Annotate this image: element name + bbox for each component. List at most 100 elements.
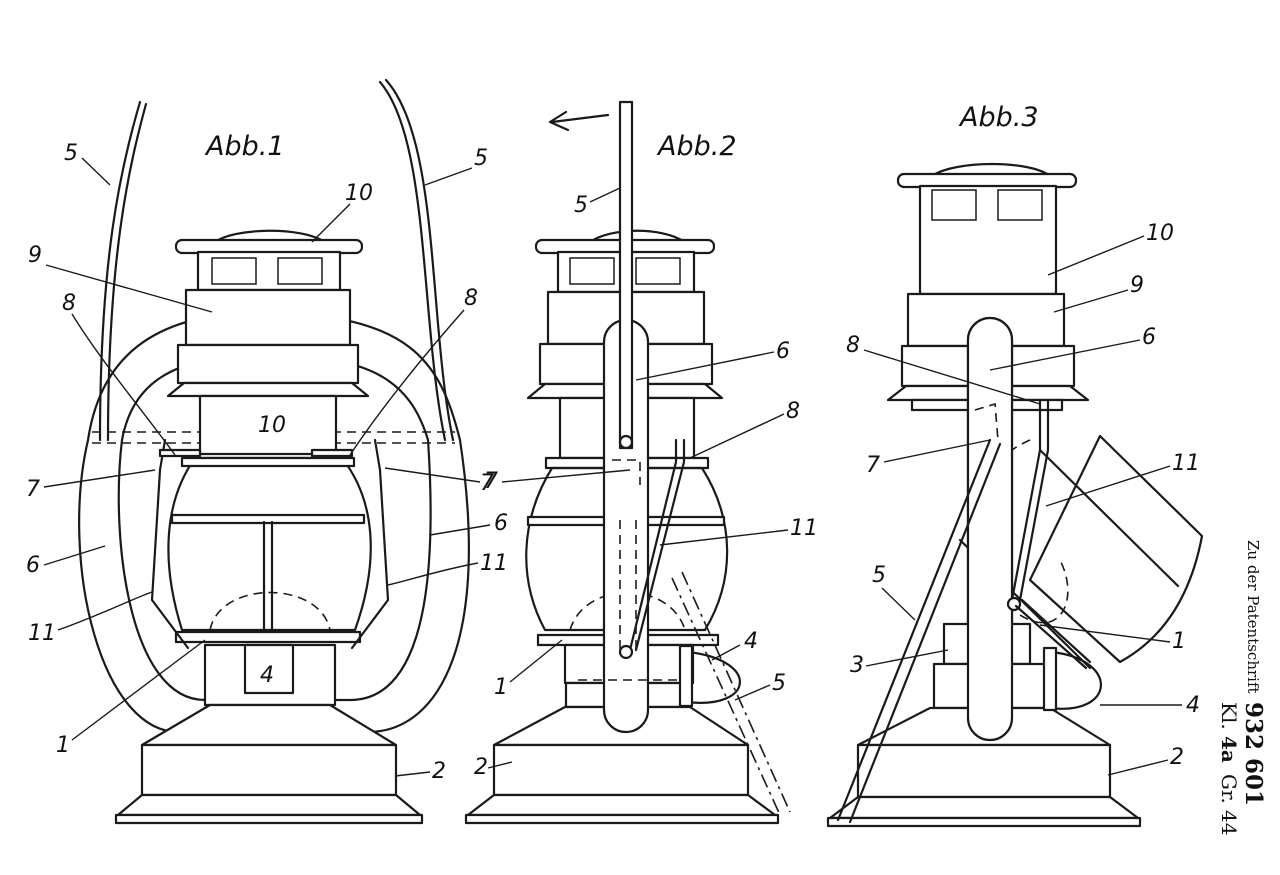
fig2-burner-dome <box>569 591 686 631</box>
fig2-label-base: 2 <box>474 755 488 780</box>
fig1-lead-tube-left <box>43 545 106 566</box>
fig1-tank-shoulder <box>140 703 398 747</box>
fig1-label-handle-right: 5 <box>474 146 488 171</box>
fig3-lead-clip <box>863 349 1041 405</box>
fig1-wire-left <box>150 438 190 650</box>
fig3-label-latch: 4 <box>1186 693 1200 718</box>
fig1-lead-clip-right <box>349 309 465 456</box>
fig3-label-burner: 3 <box>850 653 864 678</box>
fig2-base-flare <box>466 793 777 817</box>
fig3-label-handle: 5 <box>872 563 886 588</box>
patent-sidebar: Zu der Patentschrift 932 601 <box>1240 540 1267 806</box>
fig3-lead-handle <box>881 587 916 621</box>
fig3-label-chimney: 9 <box>1130 273 1144 298</box>
fig2-wire-pivot <box>618 644 634 660</box>
fig1-base-foot <box>114 813 424 825</box>
fig1-lead-wire-left <box>57 591 153 631</box>
fig3-label-tube: 6 <box>1142 325 1156 350</box>
fig1-label-wire-left: 11 <box>28 621 56 646</box>
fig2-lead-tube <box>635 351 775 381</box>
fig3-lead-tube <box>989 339 1141 371</box>
fig3-label-cap: 10 <box>1146 221 1174 246</box>
fig3-lead-burner <box>865 649 949 667</box>
fig1-skirt <box>166 381 370 398</box>
fig2-wire-2 <box>634 438 686 652</box>
fig2-latch-plate <box>678 644 694 708</box>
fig2-handle-rod <box>618 100 634 450</box>
fig2-vent-right <box>635 257 681 285</box>
fig2-lead-handle-swing <box>734 684 771 701</box>
fig1-label-chimney: 9 <box>28 243 42 268</box>
fig1-title: Abb.1 <box>204 131 285 162</box>
fig1-label-wire-right: 11 <box>480 551 508 576</box>
fig3-label-wire: 11 <box>1172 451 1200 476</box>
fig3-base <box>856 743 1112 799</box>
fig1-label-ring: 1 <box>56 733 70 758</box>
fig3-wire-2 <box>1018 398 1050 602</box>
fig1-lead-hook-right <box>384 467 481 483</box>
fig1-label-clip-right: 8 <box>464 286 478 311</box>
fig2-wire <box>628 438 678 652</box>
fig3-lead-hook <box>883 439 991 463</box>
fig1-tank-plate <box>243 643 295 695</box>
fig1-handle-left-inner <box>106 102 148 442</box>
fig3-handle <box>836 438 992 822</box>
fig3-lead-cap <box>1047 235 1145 276</box>
fig2-handle-pivot <box>618 434 634 450</box>
fig3-handle-2 <box>848 442 1002 824</box>
fig1-lead-hook-left <box>43 469 156 488</box>
fig3-cap-body <box>918 184 1058 296</box>
fig1-label-clip-left: 8 <box>62 291 76 316</box>
patent-sidebar-class: Kl. 4a Gr. 44 <box>1217 702 1241 836</box>
fig1-lead-tube-right <box>429 524 491 536</box>
sidebar-class-number: 4a <box>1217 736 1241 763</box>
fig3-vent-right <box>997 189 1043 221</box>
fig1-wire-right <box>350 438 390 650</box>
fig3-label-hook: 7 <box>866 453 880 478</box>
fig1-lead-chimney <box>45 264 213 313</box>
fig2-base-foot <box>464 813 780 825</box>
fig2-base <box>492 743 750 797</box>
fig3-base-flare <box>828 795 1140 820</box>
fig1-handle-right <box>378 80 447 442</box>
fig3-label-ring: 1 <box>1172 629 1186 654</box>
fig1-globe-ring-mid <box>170 513 366 525</box>
fig2-label-handle: 5 <box>574 193 588 218</box>
fig3-label-clip: 8 <box>846 333 860 358</box>
fig2-label-tube: 6 <box>776 339 790 364</box>
fig3-lead-chimney <box>1053 289 1129 313</box>
fig2-label-handle-swing: 5 <box>772 671 786 696</box>
fig2-vent-left <box>569 257 615 285</box>
fig2-title: Abb.2 <box>656 131 737 162</box>
fig2-handle-swing-2 <box>681 571 791 813</box>
fig1-collar <box>176 343 360 385</box>
figure-1: Abb.1 5 5 10 9 8 8 10 7 7 6 6 11 11 1 4 … <box>26 78 508 825</box>
fig2-label-hook: 7 <box>480 471 494 496</box>
fig3-title: Abb.3 <box>958 102 1039 133</box>
fig3-label-base: 2 <box>1170 745 1184 770</box>
fig1-label-base: 2 <box>432 759 446 784</box>
fig1-label-cap: 10 <box>345 181 373 206</box>
sidebar-class-prefix: Kl. <box>1217 702 1241 730</box>
fig3-wire <box>1010 398 1042 602</box>
figure-2: Abb.2 5 6 8 7 11 1 4 5 2 <box>464 100 818 825</box>
fig3-lead-wire <box>1045 465 1171 507</box>
fig3-hook-hidden <box>974 402 999 441</box>
fig2-arrow <box>550 113 610 124</box>
fig1-clip-left <box>158 448 202 458</box>
fig1-label-tank: 4 <box>260 663 274 688</box>
fig2-lead-hook <box>501 469 631 483</box>
fig2-label-latch: 4 <box>744 629 758 654</box>
fig1-base-flare <box>116 793 422 817</box>
fig1-lead-handle-left <box>81 157 111 186</box>
fig1-label-handle-left: 5 <box>64 141 78 166</box>
fig1-base <box>140 743 398 797</box>
fig3-globe <box>1028 434 1204 664</box>
fig2-lead-ring <box>509 639 563 683</box>
fig1-lead-wire-right <box>387 562 479 586</box>
fig1-vent-left <box>211 257 257 285</box>
fig1-label-tube-right: 6 <box>494 511 508 536</box>
sidebar-group: Gr. 44 <box>1217 774 1241 836</box>
fig2-label-wire: 11 <box>790 516 818 541</box>
